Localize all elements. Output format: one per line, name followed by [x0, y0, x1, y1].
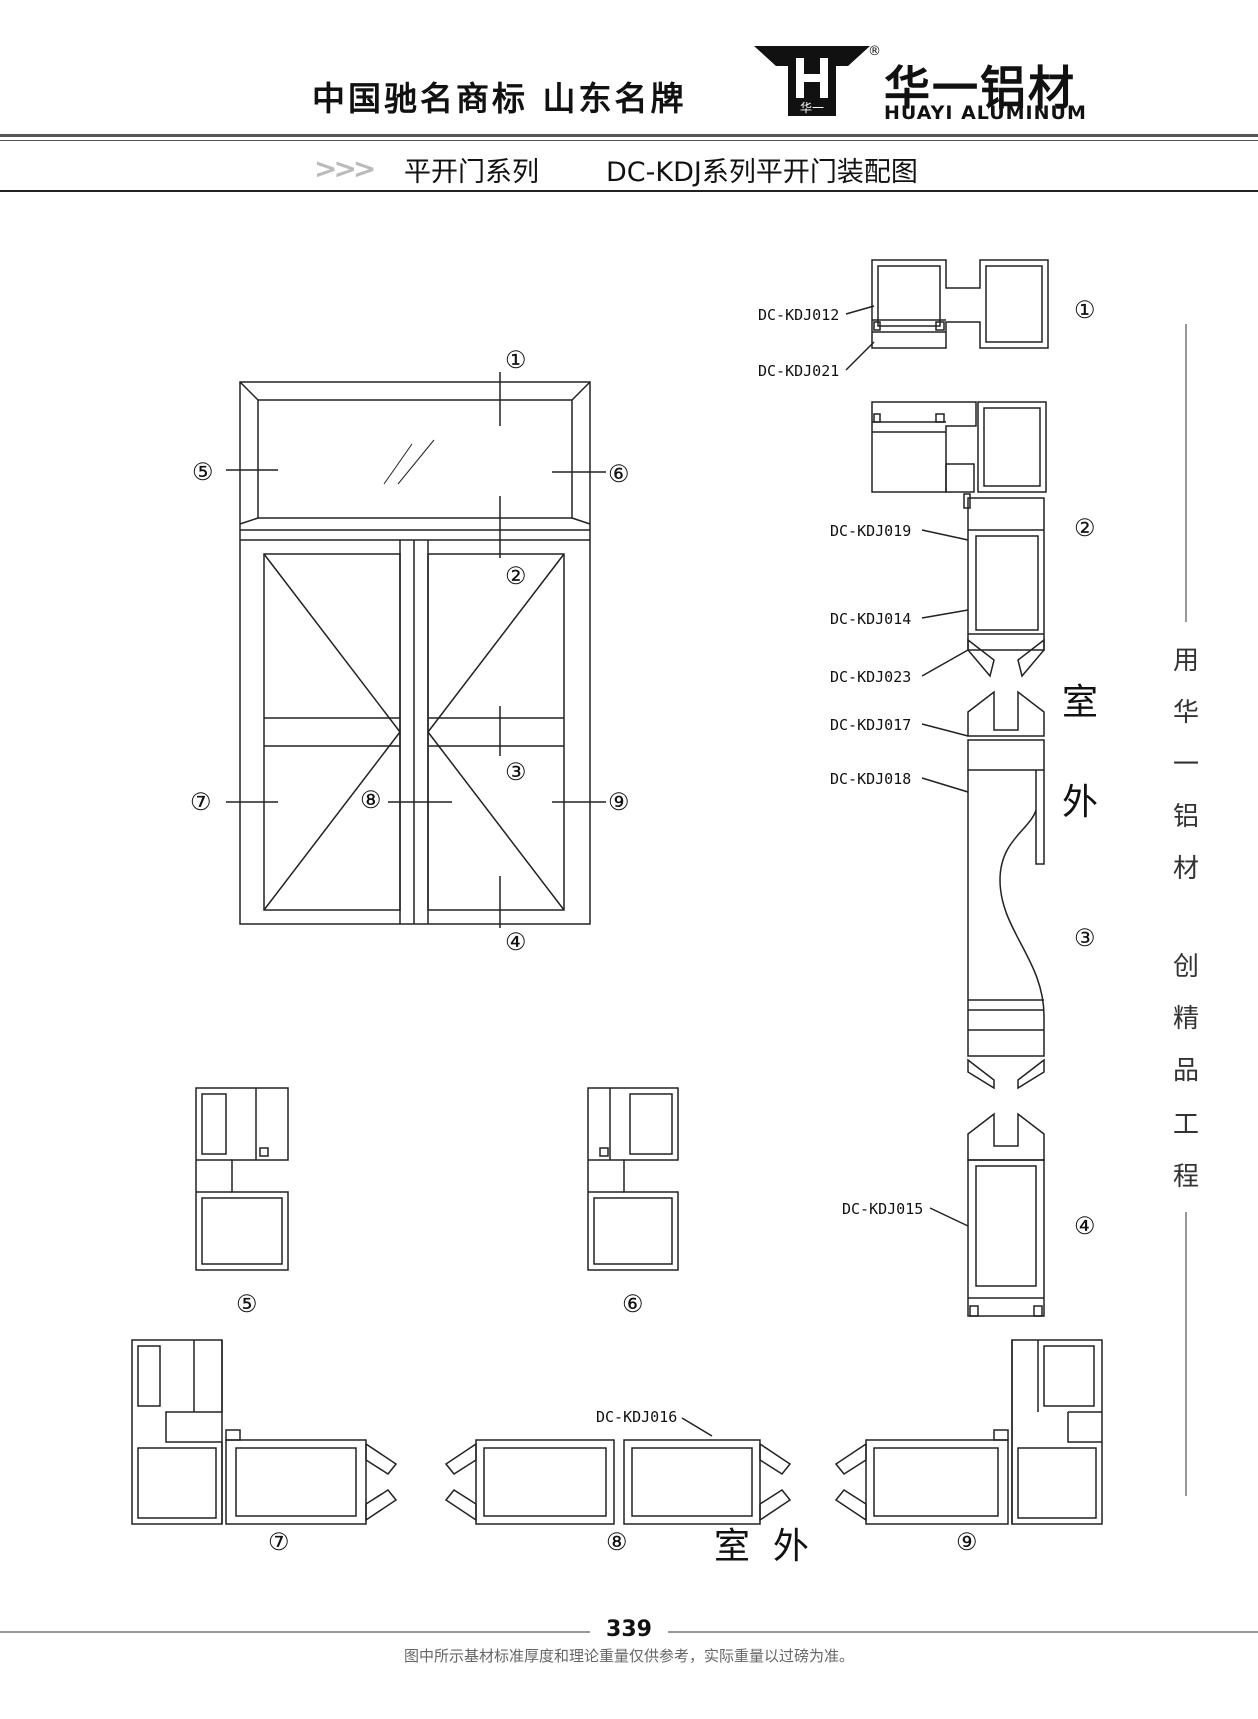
side-char-7: 精	[1172, 1004, 1199, 1034]
drawing-title: DC-KDJ系列平开门装配图	[606, 157, 918, 188]
exterior-label-c2: 外	[1062, 782, 1098, 823]
section-4-profile	[929, 1112, 1045, 1317]
side-char-2: 华	[1172, 698, 1199, 728]
part-code-021: DC-KDJ021	[758, 362, 839, 380]
part-code-018: DC-KDJ018	[830, 770, 911, 788]
header-rule-top	[0, 134, 1258, 137]
series-title: 平开门系列	[404, 157, 539, 188]
section-mark-1: ①	[505, 346, 527, 374]
section-numbers: ① ② ③ ④ ⑤ ⑥ ⑦ ⑧ ⑨ ① ② ③ ④ ⑤ ⑥ ⑦ ⑧ ⑨	[190, 296, 1096, 1556]
section-mark-3: ③	[505, 758, 527, 786]
section-2-profile	[871, 401, 1047, 678]
part-code-017: DC-KDJ017	[830, 716, 911, 734]
exterior-labels: 室 外 室 外	[714, 682, 1098, 1567]
brand-name-en: HUAYI ALUMINUM	[884, 102, 1087, 124]
section-3-profile	[921, 690, 1045, 1090]
door-elevation	[226, 372, 606, 928]
section-8-profile	[444, 1417, 792, 1525]
section-mark-9-detail: ⑨	[956, 1528, 978, 1556]
page-number: 339	[606, 1617, 652, 1642]
part-codes: DC-KDJ012 DC-KDJ021 DC-KDJ019 DC-KDJ014 …	[596, 306, 923, 1426]
side-char-3: 一	[1172, 750, 1199, 780]
part-code-015: DC-KDJ015	[842, 1200, 923, 1218]
section-mark-8: ⑧	[360, 786, 382, 814]
section-mark-6: ⑥	[608, 460, 630, 488]
side-char-4: 铝	[1172, 802, 1199, 832]
side-char-9: 工	[1172, 1110, 1199, 1140]
footer-note: 图中所示基材标准厚度和理论重量仅供参考，实际重量以过磅为准。	[403, 1647, 854, 1665]
section-mark-4: ④	[505, 928, 527, 956]
section-mark-2: ②	[505, 562, 527, 590]
side-char-10: 程	[1172, 1162, 1199, 1192]
section-mark-1-detail: ①	[1074, 296, 1096, 324]
title-rule	[0, 190, 1258, 192]
part-code-023: DC-KDJ023	[830, 668, 911, 686]
header-rule-thin	[0, 140, 1258, 141]
header-slogan: 中国驰名商标 山东名牌	[312, 79, 687, 118]
logo-text: 华一	[800, 101, 824, 115]
side-char-5: 材	[1172, 854, 1199, 884]
part-code-012: DC-KDJ012	[758, 306, 839, 324]
brand-logo: 华一	[754, 46, 870, 116]
section-mark-5-detail: ⑤	[236, 1290, 258, 1318]
part-code-016: DC-KDJ016	[596, 1408, 677, 1426]
section-1-profile	[845, 259, 1049, 371]
section-mark-6-detail: ⑥	[622, 1290, 644, 1318]
section-mark-7-detail: ⑦	[268, 1528, 290, 1556]
registered-mark: ®	[868, 44, 881, 59]
exterior-label-bottom: 室 外	[714, 1526, 809, 1567]
section-7-profile	[131, 1339, 398, 1525]
part-code-019: DC-KDJ019	[830, 522, 911, 540]
part-code-014: DC-KDJ014	[830, 610, 911, 628]
section-mark-9: ⑨	[608, 788, 630, 816]
section-9-profile	[834, 1339, 1103, 1525]
section-6-profile	[587, 1087, 679, 1271]
section-mark-4-detail: ④	[1074, 1212, 1096, 1240]
side-char-1: 用	[1172, 646, 1199, 676]
side-char-8: 品	[1172, 1056, 1199, 1086]
section-5-profile	[195, 1087, 289, 1271]
section-mark-8-detail: ⑧	[606, 1528, 628, 1556]
exterior-label-c1: 室	[1062, 682, 1098, 723]
side-char-6: 创	[1172, 952, 1199, 982]
title-chevrons: >>>	[314, 152, 376, 185]
section-mark-5: ⑤	[192, 458, 214, 486]
section-mark-3-detail: ③	[1074, 924, 1096, 952]
brand-name-cn: 华一铝材	[884, 61, 1076, 115]
section-mark-7: ⑦	[190, 788, 212, 816]
section-mark-2-detail: ②	[1074, 514, 1096, 542]
